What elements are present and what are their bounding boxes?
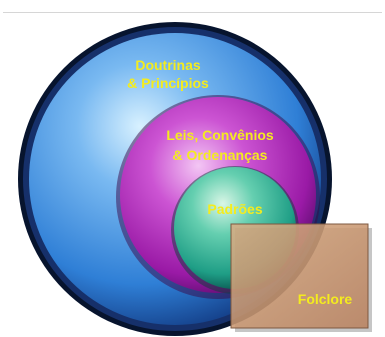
top-divider [3, 12, 382, 13]
label-padroes: Padrões [207, 201, 262, 217]
label-doutrinas-line1: Doutrinas [135, 57, 201, 73]
folclore-box [230, 223, 369, 329]
label-leis-line1: Leis, Convênios [166, 127, 274, 143]
label-doutrinas-line2: & Princípios [127, 75, 209, 91]
label-leis-line2: & Ordenanças [173, 147, 268, 163]
label-folclore: Folclore [298, 291, 353, 307]
